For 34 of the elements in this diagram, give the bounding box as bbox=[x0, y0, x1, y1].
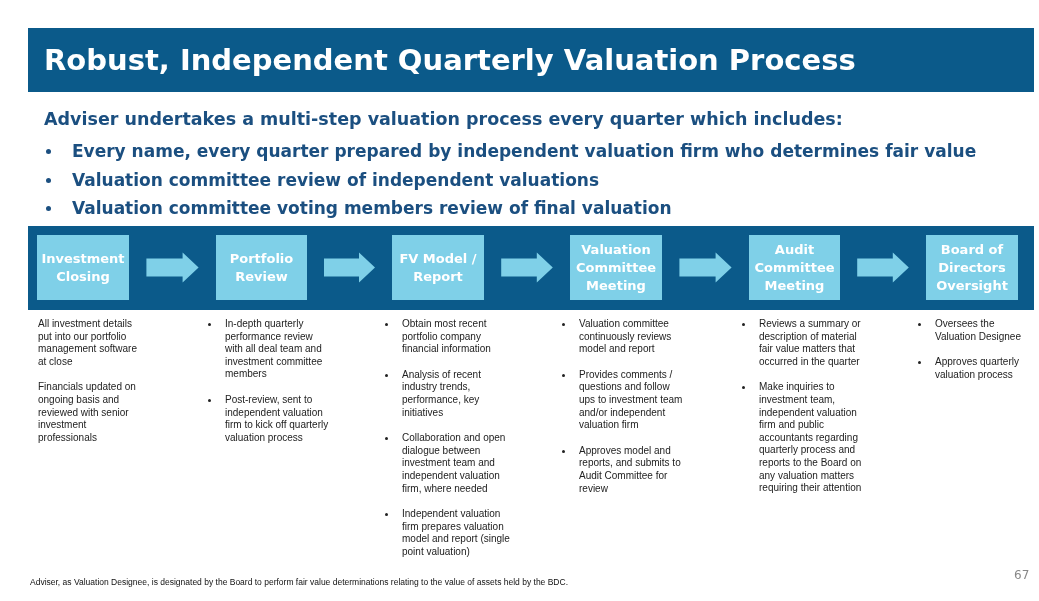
bullet-text: Make inquiries to investment team, independent valuation firm and public accountants regarding quarterly process and reports to the Board on any valuation matters requiring their attention bbox=[737, 381, 863, 495]
band-background bbox=[28, 226, 1034, 310]
bullet-text: Provides comments / questions and follow ups to investment team and/or independent valuation firm bbox=[557, 368, 685, 432]
step-box: Audit Committee Meeting bbox=[749, 235, 840, 300]
title-banner: Robust, Independent Quarterly Valuation Process bbox=[28, 28, 1034, 92]
bullet-text: Analysis of recent industry trends, performance, key initiatives bbox=[380, 368, 510, 420]
bullet-text: Oversees the Valuation Designee bbox=[913, 318, 1033, 344]
step-box: FV Model / Report bbox=[392, 235, 484, 300]
step-box: Valuation Committee Meeting bbox=[570, 235, 662, 300]
bullet-text: Reviews a summary or description of material fair value matters that occurred in the quarter bbox=[737, 318, 863, 369]
subtitle: Adviser undertakes a multi-step valuation process every quarter which includes: bbox=[44, 109, 843, 129]
block-arrow bbox=[679, 252, 732, 283]
bullet-text: Obtain most recent portfolio company financial information bbox=[380, 318, 510, 356]
bullet-text: Independent valuation firm prepares valuation model and report (single point valuation) bbox=[380, 508, 510, 559]
bullet-text: Valuation committee review of independent valuations bbox=[72, 170, 600, 190]
step-box: Portfolio Review bbox=[216, 235, 307, 300]
block-arrow bbox=[501, 252, 553, 283]
bullet-text: In-depth quarterly performance review with all deal team and investment committee members bbox=[203, 318, 329, 381]
description-text: All investment details put into our portfolio management software at close bbox=[38, 318, 138, 369]
step-box: Investment Closing bbox=[37, 235, 129, 300]
footnote: Adviser, as Valuation Designee, is designated by the Board to perform fair value determinations relating to the value of assets held by the BDC. bbox=[30, 577, 568, 587]
bullet-text: Valuation committee voting members review of final valuation bbox=[72, 198, 672, 218]
bullet-text: Post-review, sent to independent valuation firm to kick off quarterly valuation process bbox=[203, 393, 329, 445]
block-arrow bbox=[324, 252, 375, 283]
description-text: Financials updated on ongoing basis and reviewed with senior investment professionals bbox=[38, 381, 137, 445]
block-arrow bbox=[857, 252, 909, 283]
bullet-text: Valuation committee continuously reviews model and report bbox=[557, 318, 685, 356]
step-box: Board of Directors Oversight bbox=[926, 235, 1018, 300]
bullet-text: Approves quarterly valuation process bbox=[913, 356, 1033, 382]
bullet-text: Approves model and reports, and submits to Audit Committee for review bbox=[557, 444, 685, 496]
bullet-text: Every name, every quarter prepared by independent valuation firm who determines fair value bbox=[72, 141, 977, 161]
page-number: 67 bbox=[1014, 568, 1030, 582]
block-arrow bbox=[146, 252, 199, 283]
bullet-text: Collaboration and open dialogue between investment team and independent valuation firm, where needed bbox=[380, 432, 510, 496]
